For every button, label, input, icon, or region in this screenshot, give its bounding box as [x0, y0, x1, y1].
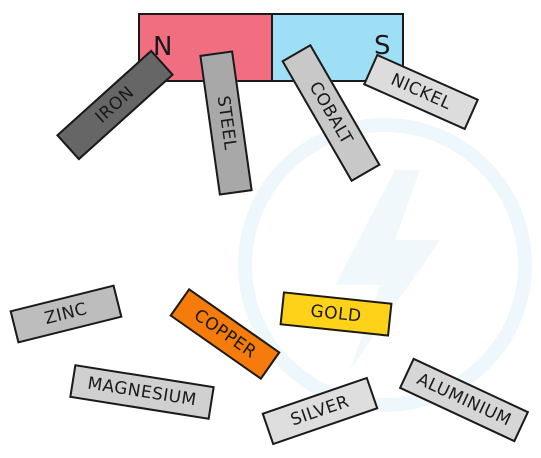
steel-label: STEEL	[212, 94, 240, 152]
gold-label: GOLD	[309, 301, 363, 327]
north-pole-label: N	[153, 32, 173, 62]
zinc-label: ZINC	[42, 299, 90, 329]
south-pole-label: S	[374, 31, 391, 61]
